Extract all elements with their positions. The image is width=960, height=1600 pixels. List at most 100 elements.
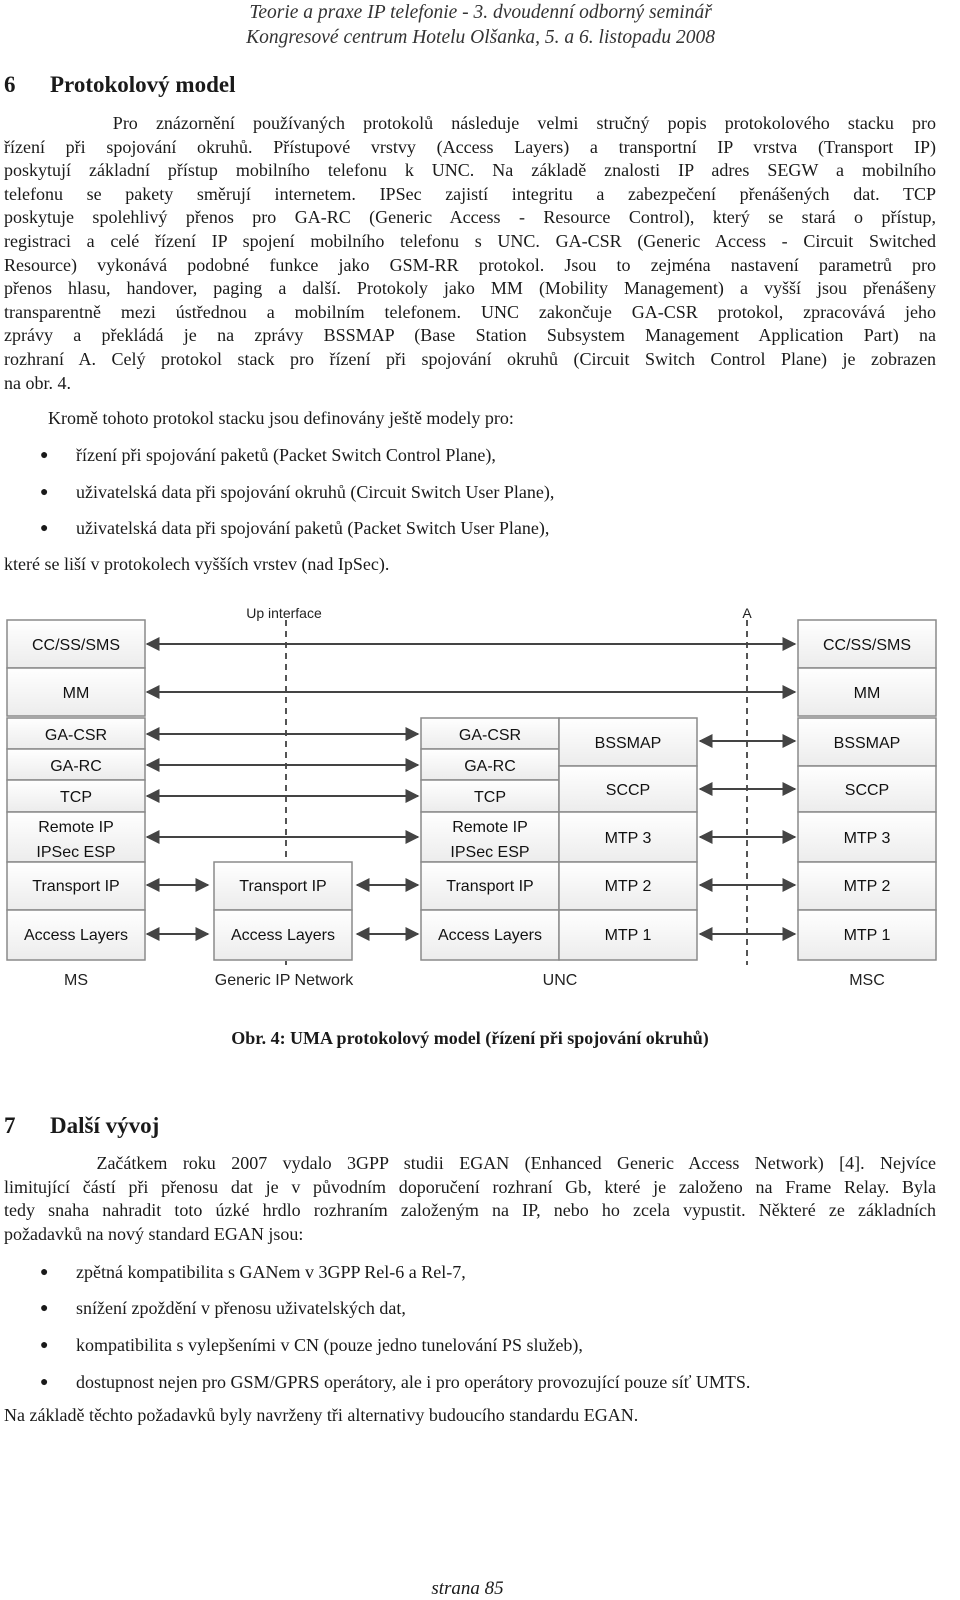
models-outro: které se liší v protokolech vyšších vrst… bbox=[4, 554, 390, 574]
box-label: CC/SS/SMS bbox=[823, 637, 911, 654]
list-item: ● kompatibilita s vylepšeními v CN (pouze… bbox=[40, 1335, 583, 1356]
a-interface-label: A bbox=[742, 605, 752, 621]
list-item-text: řízení při spojování paketů (Packet Swit… bbox=[76, 445, 496, 465]
list-item: ● řízení při spojování paketů (Packet Swi… bbox=[40, 445, 496, 466]
list-item-text: snížení zpoždění v přenosu uživatelských… bbox=[76, 1298, 406, 1318]
list-item: ● zpětná kompatibilita s GANem v 3GPP Rel… bbox=[40, 1262, 466, 1283]
paragraph-line: limitující částí při přenosu dat je v pů… bbox=[4, 1176, 936, 1197]
header-line-2: Kongresové centrum Hotelu Olšanka, 5. a … bbox=[246, 27, 715, 48]
list-item-text: kompatibilita s vylepšeními v CN (pouze … bbox=[76, 1335, 583, 1355]
box-label: Access Layers bbox=[231, 927, 335, 944]
up-interface-label: Up interface bbox=[246, 605, 322, 621]
ms-mm-box bbox=[6, 667, 146, 717]
ms-remoteip-box bbox=[6, 811, 146, 863]
bullet-icon: ● bbox=[40, 1338, 49, 1353]
section-title: Protokolový model bbox=[50, 72, 236, 97]
box-label: MTP 1 bbox=[844, 927, 891, 944]
paragraph-line: řízení při spojování okruhů. Přístupové … bbox=[4, 136, 936, 157]
paragraph-line: registraci a celé řízení IP spojení mobi… bbox=[4, 230, 936, 251]
paragraph-line: požadavků na nový standard EGAN jsou: bbox=[4, 1223, 304, 1244]
box-label: Access Layers bbox=[438, 927, 542, 944]
box-label: Transport IP bbox=[32, 878, 119, 895]
msc-sccp-box bbox=[797, 765, 937, 813]
bullet-icon: ● bbox=[40, 485, 49, 500]
box-label: TCP bbox=[474, 789, 506, 806]
list-item: ● uživatelská data při spojování okruhů (… bbox=[40, 482, 554, 503]
list-item-text: zpětná kompatibilita s GANem v 3GPP Rel-… bbox=[76, 1262, 466, 1282]
paragraph-line: poskytuje spolehlivý přenos pro GA-RC (G… bbox=[4, 207, 936, 228]
box-label: TCP bbox=[60, 789, 92, 806]
paragraph-line: zprávy a překládá je na zprávy BSSMAP (B… bbox=[4, 325, 936, 346]
msc-mm-box bbox=[797, 667, 937, 717]
box-label: SCCP bbox=[845, 782, 889, 799]
section-title: Další vývoj bbox=[50, 1113, 160, 1138]
node-label-ms: MS bbox=[64, 972, 88, 989]
list-item-text: uživatelská data při spojování okruhů (C… bbox=[76, 482, 555, 502]
box-label: GA-CSR bbox=[45, 727, 107, 744]
ms-transport-box bbox=[6, 861, 146, 911]
box-label: CC/SS/SMS bbox=[32, 637, 120, 654]
list-item: ● snížení zpoždění v přenosu uživatelskýc… bbox=[40, 1298, 406, 1319]
box-label: Access Layers bbox=[24, 927, 128, 944]
msc-mtp2-box bbox=[797, 861, 937, 911]
box-label: MTP 2 bbox=[605, 878, 652, 895]
box-label: MTP 1 bbox=[605, 927, 652, 944]
header-line-1: Teorie a praxe IP telefonie - 3. dvouden… bbox=[249, 2, 712, 23]
unc-sccp-box bbox=[558, 765, 698, 813]
box-label: GA-RC bbox=[464, 758, 516, 775]
node-label-msc: MSC bbox=[849, 972, 885, 989]
box-label: Transport IP bbox=[239, 878, 326, 895]
paragraph-line: Začátkem roku 2007 vydalo 3GPP studii EG… bbox=[4, 1153, 936, 1173]
msc-mtp1-box bbox=[797, 909, 937, 961]
box-label: Remote IP bbox=[38, 819, 114, 836]
protocol-stack-diagram: Up interface A bbox=[6, 605, 937, 989]
node-label-generic: Generic IP Network bbox=[215, 972, 354, 989]
box-label: MM bbox=[63, 685, 90, 702]
section-number: 7 bbox=[4, 1113, 16, 1138]
ms-access-box bbox=[6, 909, 146, 961]
ms-gacsr-box bbox=[6, 717, 146, 750]
bullet-icon: ● bbox=[40, 521, 49, 536]
box-label: IPSec ESP bbox=[450, 844, 529, 861]
bullet-icon: ● bbox=[40, 448, 49, 463]
paragraph-line: rozhraní A. Celý protokol stack pro říze… bbox=[4, 348, 936, 369]
gen-access-box bbox=[213, 909, 353, 961]
section-7-paragraph: Začátkem roku 2007 vydalo 3GPP studii EG… bbox=[4, 1152, 936, 1246]
section-7-heading: 7 Další vývoj bbox=[4, 1113, 159, 1139]
section-7-outro: Na základě těchto požadavků byly navržen… bbox=[4, 1405, 639, 1425]
node-label-unc: UNC bbox=[543, 972, 578, 989]
box-label: GA-RC bbox=[50, 758, 102, 775]
list-item-text: uživatelská data při spojování paketů (P… bbox=[76, 518, 550, 538]
paragraph-line: poskytují základní přístup mobilního tel… bbox=[4, 160, 936, 181]
box-label: MTP 2 bbox=[844, 878, 891, 895]
paragraph-line: transparentně mezi ústřednou a mobilním … bbox=[4, 301, 936, 322]
msc-mtp3-box bbox=[797, 811, 937, 863]
box-label: BSSMAP bbox=[834, 735, 901, 752]
running-header: Teorie a praxe IP telefonie - 3. dvouden… bbox=[246, 0, 715, 50]
bullet-icon: ● bbox=[40, 1265, 49, 1280]
paragraph-line: telefonu se pakety směrují internetem. I… bbox=[4, 183, 936, 204]
section-number: 6 bbox=[4, 72, 16, 97]
box-label: BSSMAP bbox=[595, 735, 662, 752]
list-item: ● uživatelská data při spojování paketů (… bbox=[40, 518, 549, 539]
section-6-paragraph: Pro znázornění používaných protokolů nás… bbox=[4, 112, 936, 395]
box-label: Remote IP bbox=[452, 819, 528, 836]
box-label: SCCP bbox=[606, 782, 650, 799]
msc-cc-box bbox=[797, 619, 937, 669]
section-6-heading: 6 Protokolový model bbox=[4, 72, 235, 98]
msc-bssmap-box bbox=[797, 717, 937, 767]
unc-mtp3-box bbox=[558, 811, 698, 863]
paragraph-line: Pro znázornění používaných protokolů nás… bbox=[4, 113, 936, 133]
unc-transport-box bbox=[420, 861, 560, 911]
list-item-text: dostupnost nejen pro GSM/GPRS operátory,… bbox=[76, 1372, 751, 1392]
unc-access-box bbox=[420, 909, 560, 961]
unc-bssmap-box bbox=[558, 717, 698, 767]
box-label: MTP 3 bbox=[844, 830, 891, 847]
bullet-icon: ● bbox=[40, 1301, 49, 1316]
box-label: Transport IP bbox=[446, 878, 533, 895]
models-intro: Kromě tohoto protokol stacku jsou defino… bbox=[48, 408, 514, 428]
figure-caption: Obr. 4: UMA protokolový model (řízení př… bbox=[231, 1028, 709, 1048]
paragraph-line: Resource) vykonává podobné funkce jako G… bbox=[4, 254, 936, 275]
gen-transport-box bbox=[213, 861, 353, 911]
list-item: ●dostupnost nejen pro GSM/GPRS operátory… bbox=[40, 1372, 750, 1393]
